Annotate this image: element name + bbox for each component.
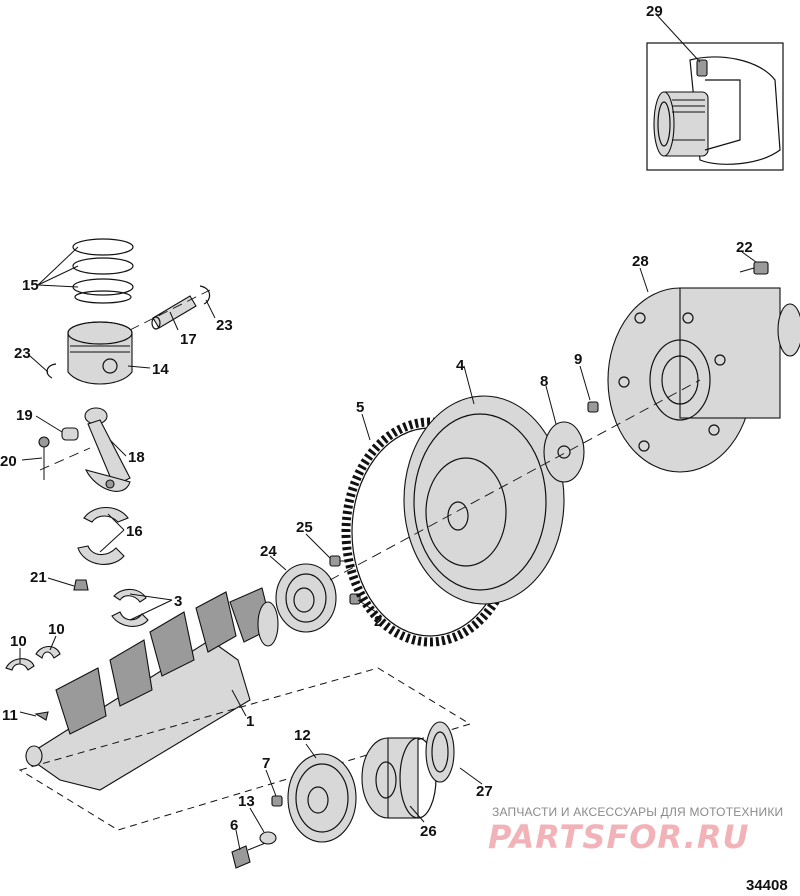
rear-seal-carrier [275, 563, 337, 633]
callout-17: 17 [180, 331, 197, 348]
callout-5: 5 [356, 399, 364, 416]
drive-coupler-housing [607, 287, 800, 473]
thrust-washers [5, 645, 61, 671]
rod-bearing-shells [77, 506, 129, 565]
crankshaft [25, 587, 279, 791]
rod-axis-line [39, 447, 91, 471]
pulley-bolt [231, 841, 269, 869]
damper-hub [361, 737, 437, 819]
pulley-screw [271, 795, 283, 807]
housing-screw [739, 261, 769, 275]
callout-10a: 10 [10, 633, 27, 650]
callout-21: 21 [30, 569, 47, 586]
detail-inset-29 [646, 42, 784, 171]
callout-14: 14 [152, 361, 169, 378]
watermark-logo: PARTSFOR.RU [488, 818, 749, 856]
watermark-tagline: ЗАПЧАСТИ И АКСЕССУАРЫ ДЛЯ МОТОТЕХНИКИ [492, 805, 783, 819]
callout-27: 27 [476, 783, 493, 800]
leader-lines [19, 13, 757, 851]
callout-29: 29 [646, 3, 663, 20]
callout-11: 11 [2, 707, 18, 724]
callout-9: 9 [574, 351, 582, 368]
callout-23a: 23 [216, 317, 233, 334]
piston-rings [72, 238, 134, 304]
plate-screw [587, 401, 599, 413]
callout-2: 2 [374, 613, 382, 630]
rod-cap-bolt [73, 579, 89, 591]
callout-25: 25 [296, 519, 313, 536]
callout-7: 7 [262, 755, 270, 772]
pulley-washer [259, 831, 277, 845]
callout-18: 18 [128, 449, 145, 466]
rod-bushing [61, 427, 79, 441]
callout-15: 15 [22, 277, 39, 294]
main-axis-line [329, 379, 701, 581]
snap-ring-left [46, 363, 57, 379]
callout-13: 13 [238, 793, 255, 810]
callout-22: 22 [736, 239, 753, 256]
flywheel [403, 395, 565, 605]
woodruff-key [34, 711, 49, 721]
flywheel-plate [543, 421, 585, 483]
callout-3: 3 [174, 593, 182, 610]
callout-4: 4 [456, 357, 465, 374]
callout-20: 20 [0, 453, 17, 470]
callout-23b: 23 [14, 345, 31, 362]
callout-12: 12 [294, 727, 311, 744]
callout-28: 28 [632, 253, 649, 270]
callout-labels: 1 2 3 4 5 6 7 8 9 10 10 11 12 13 14 15 1… [0, 3, 753, 840]
figure-number: 34408 [746, 877, 788, 894]
carrier-screw [329, 555, 350, 567]
callout-24: 24 [260, 543, 277, 560]
callout-26: 26 [420, 823, 437, 840]
callout-6: 6 [230, 817, 238, 834]
snap-ring-right [199, 285, 211, 305]
crank-pulley [287, 753, 357, 843]
connecting-rod [84, 407, 131, 492]
callout-8: 8 [540, 373, 548, 390]
main-bearing-shells [111, 588, 149, 627]
piston [67, 321, 133, 385]
callout-1: 1 [246, 713, 254, 730]
front-seal [425, 721, 455, 783]
callout-19: 19 [16, 407, 33, 424]
rod-bolt [38, 436, 50, 480]
piston-pin [151, 295, 197, 330]
callout-16: 16 [126, 523, 143, 540]
callout-10b: 10 [48, 621, 65, 638]
